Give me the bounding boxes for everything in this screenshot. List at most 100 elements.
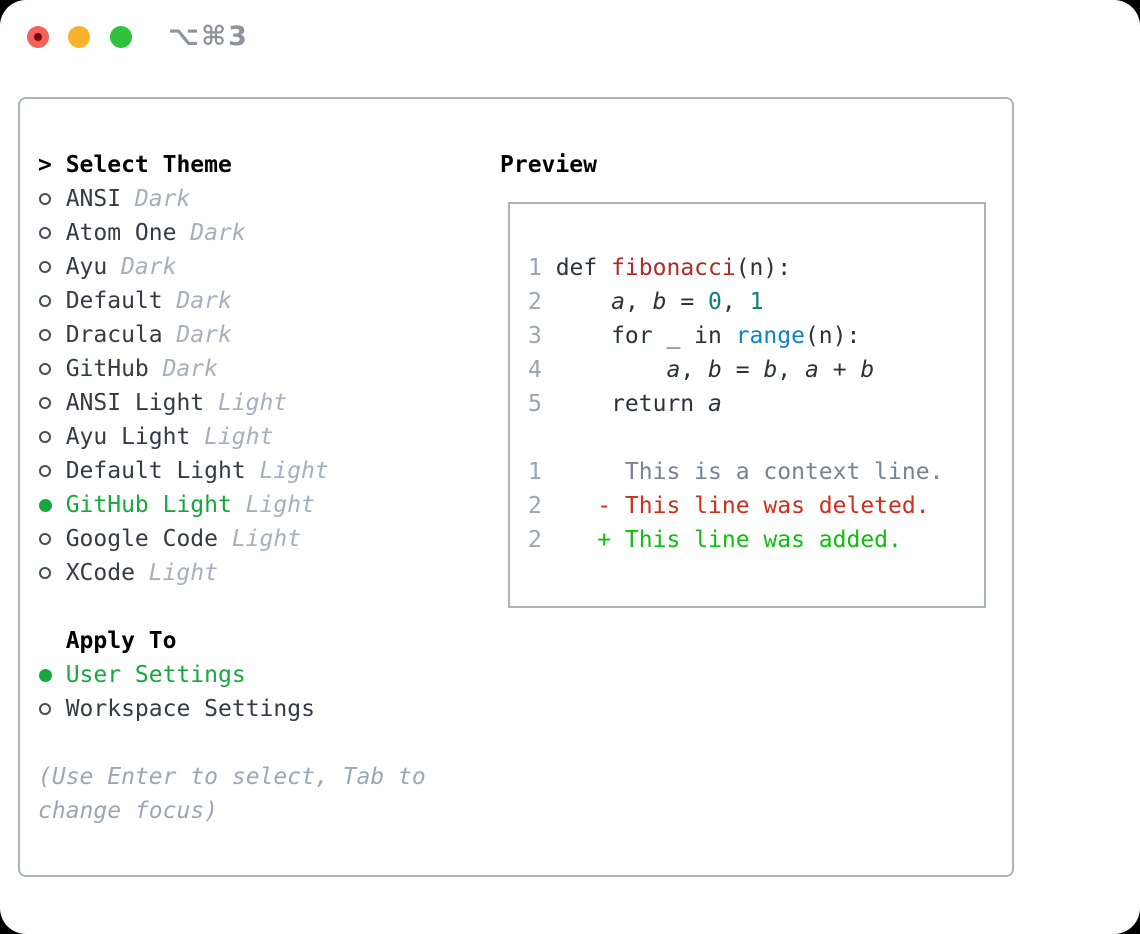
option-label: Ayu Light <box>65 424 191 450</box>
code-line: 1 This is a context line. <box>528 455 943 489</box>
spacer <box>38 590 468 624</box>
line-number: 4 <box>528 357 542 383</box>
radio-icon <box>39 397 51 409</box>
line-number: 5 <box>528 391 542 417</box>
apply-to-option[interactable]: User Settings <box>38 658 468 692</box>
token-variable: b <box>763 357 778 383</box>
token-code: return <box>555 391 709 417</box>
apply-to-header: Apply To <box>38 624 468 658</box>
option-label: Default <box>65 288 163 314</box>
code-line: 4 a, b = b, a + b <box>528 353 943 387</box>
token-number: 0 <box>708 289 722 315</box>
token-code: , <box>721 289 750 315</box>
token-code: , <box>680 357 709 383</box>
option-variant-label: Light <box>217 390 288 416</box>
theme-option[interactable]: Atom One Dark <box>38 216 468 250</box>
token-code: , <box>777 357 805 383</box>
option-label: GitHub Light <box>65 492 232 518</box>
token-context: This is a context line. <box>555 459 944 485</box>
code-line: 5 return a <box>528 387 943 421</box>
option-variant-label: Light <box>204 424 274 450</box>
token-variable: b <box>860 357 875 383</box>
code-line: 2 + This line was added. <box>528 523 943 557</box>
code-line: 2 a, b = 0, 1 <box>528 285 943 319</box>
option-variant-label: Light <box>245 492 315 518</box>
caret-icon: > <box>38 152 52 178</box>
token-variable: a <box>708 391 722 417</box>
radio-selected-icon <box>39 498 52 512</box>
line-number: 1 <box>528 459 542 485</box>
token-variable: b <box>652 289 667 315</box>
theme-option[interactable]: XCode Light <box>38 556 468 590</box>
apply-to-option[interactable]: Workspace Settings <box>38 692 468 726</box>
radio-selected-icon <box>39 668 52 682</box>
option-label: Atom One <box>65 220 177 246</box>
titlebar: ⌥⌘3 <box>0 0 1140 76</box>
theme-option[interactable]: GitHub Light Light <box>38 488 468 522</box>
select-theme-header: > Select Theme <box>38 148 468 182</box>
close-button-icon[interactable] <box>27 26 49 48</box>
token-code: (n): <box>804 323 861 349</box>
token-deleted: - This line was deleted. <box>555 493 930 519</box>
token-variable: b <box>708 357 722 383</box>
token-code: def <box>555 255 612 281</box>
token-code: = <box>721 357 764 383</box>
radio-icon <box>39 363 51 375</box>
token-added: + This line was added. <box>555 527 902 553</box>
token-code: for _ in <box>555 323 736 349</box>
token-variable: a <box>611 289 625 315</box>
select-theme-header-label: Select Theme <box>65 152 232 178</box>
option-variant-label: Dark <box>190 220 246 246</box>
option-variant-label: Dark <box>176 322 232 348</box>
option-variant-label: Dark <box>176 288 232 314</box>
option-variant-label: Light <box>259 458 329 484</box>
token-code: , <box>624 289 653 315</box>
token-code: = <box>666 289 709 315</box>
option-label: GitHub <box>65 356 149 382</box>
theme-option[interactable]: Dracula Dark <box>38 318 468 352</box>
code-line: 2 - This line was deleted. <box>528 489 943 523</box>
theme-option[interactable]: Default Light Light <box>38 454 468 488</box>
minimize-button-icon[interactable] <box>68 26 90 48</box>
radio-icon <box>39 295 51 307</box>
token-number: 1 <box>749 289 764 315</box>
line-number: 1 <box>528 255 542 281</box>
option-label: User Settings <box>65 662 246 688</box>
option-label: XCode <box>65 560 135 586</box>
radio-icon <box>39 567 51 579</box>
radio-icon <box>39 465 51 477</box>
window-shortcut-title: ⌥⌘3 <box>168 21 249 52</box>
option-label: Ayu <box>65 254 108 280</box>
option-variant-label: Light <box>148 560 218 586</box>
radio-icon <box>39 227 51 239</box>
zoom-button-icon[interactable] <box>110 26 132 48</box>
option-variant-label: Light <box>231 526 302 552</box>
token-variable: a <box>666 357 681 383</box>
code-line: 3 for _ in range(n): <box>528 319 943 353</box>
code-line: 1 def fibonacci(n): <box>528 251 943 285</box>
spacer <box>38 726 468 760</box>
option-label: Dracula <box>65 322 163 348</box>
option-label: Default Light <box>65 458 246 484</box>
code-line <box>528 421 943 455</box>
token-builtin: range <box>735 323 805 349</box>
theme-option[interactable]: Default Dark <box>38 284 468 318</box>
token-code: (n): <box>735 255 792 281</box>
token-function: fibonacci <box>611 255 736 281</box>
keyboard-hint: (Use Enter to select, Tab to change focu… <box>38 764 426 824</box>
radio-icon <box>39 261 51 273</box>
radio-icon <box>39 533 51 545</box>
line-number: 3 <box>528 323 542 349</box>
apply-to-header-label: Apply To <box>65 628 177 654</box>
line-number: 2 <box>528 289 542 315</box>
radio-icon <box>39 329 51 341</box>
theme-option[interactable]: Ayu Light Light <box>38 420 468 454</box>
